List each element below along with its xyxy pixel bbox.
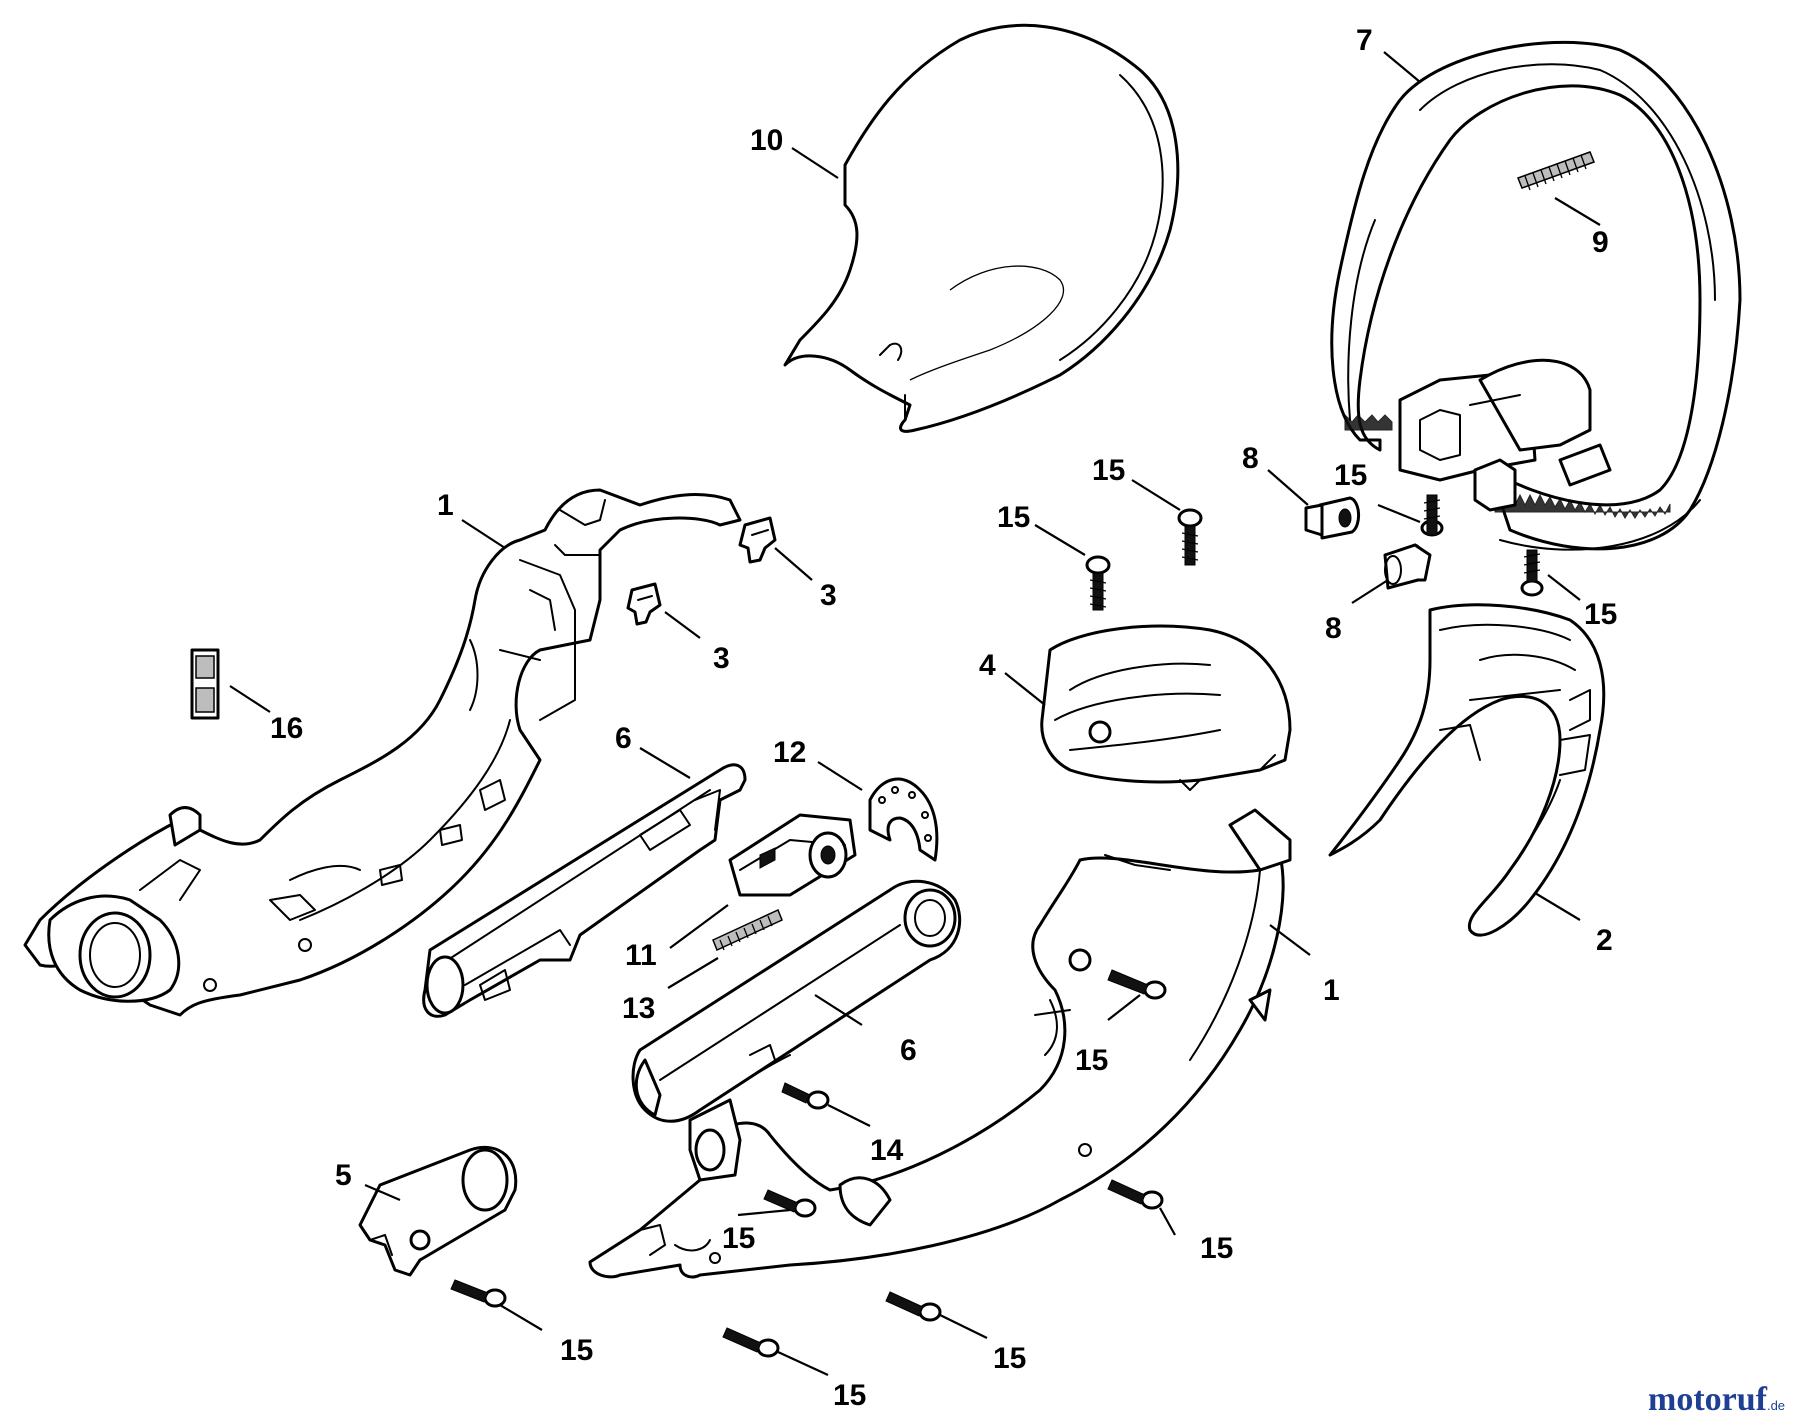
part-15-screw-g	[1107, 1179, 1164, 1210]
callout-12: 12	[773, 736, 806, 769]
callout-15-d: 15	[1584, 598, 1617, 631]
callout-1-right: 1	[1323, 974, 1340, 1007]
part-6-handle-grip	[631, 879, 962, 1123]
callout-1-left: 1	[437, 489, 454, 522]
callout-4: 4	[979, 649, 996, 682]
part-3-clip-lower	[626, 582, 662, 626]
callout-13: 13	[622, 992, 655, 1025]
callout-6-upper: 6	[615, 722, 632, 755]
part-15-screw-j	[722, 1327, 780, 1358]
callout-10: 10	[750, 124, 783, 157]
part-15-screw-e	[1107, 969, 1167, 1000]
part-10-shield	[783, 23, 1180, 433]
part-8-pin-upper	[1304, 496, 1360, 540]
part-15-screw-h	[450, 1279, 507, 1308]
callout-14: 14	[870, 1134, 904, 1167]
callout-9: 9	[1592, 226, 1609, 259]
part-5-throttle	[358, 1145, 518, 1277]
callout-15-i: 15	[993, 1342, 1026, 1375]
callout-15-f: 15	[722, 1222, 755, 1255]
part-12-plate	[868, 777, 939, 862]
callout-labels: 10 7 9 1 3 3 16 15 15 8 15 8 15 4 6 12 1…	[270, 24, 1617, 1412]
part-14-screw	[781, 1082, 830, 1110]
callout-7: 7	[1356, 24, 1373, 57]
part-15-screw-b	[1177, 508, 1203, 566]
leader-lines	[229, 51, 1601, 1376]
part-15-screw-i	[885, 1291, 942, 1322]
part-6-trigger-frame	[422, 763, 747, 1018]
callout-15-b: 15	[1092, 454, 1125, 487]
part-9-spring	[1517, 151, 1595, 191]
part-11-switch	[728, 813, 857, 897]
callout-8-upper: 8	[1242, 442, 1259, 475]
part-7-front-handle	[1330, 40, 1742, 551]
callout-15-h: 15	[560, 1334, 593, 1367]
part-2-right-cover	[1328, 603, 1606, 937]
callout-2: 2	[1596, 924, 1613, 957]
callout-5: 5	[335, 1159, 352, 1192]
callout-15-a: 15	[997, 501, 1030, 534]
part-15-screw-f	[763, 1189, 817, 1218]
part-8-pin-lower	[1383, 543, 1432, 590]
callout-15-j: 15	[833, 1379, 866, 1412]
watermark-logo: motoruf.de	[1648, 1381, 1785, 1418]
watermark-text: motoruf.de	[1648, 1381, 1785, 1418]
part-15-screw-a	[1085, 555, 1111, 611]
callout-6-lower: 6	[900, 1034, 917, 1067]
watermark-brand: motoruf	[1648, 1381, 1768, 1418]
callout-3-upper: 3	[820, 579, 837, 612]
part-3-clip-upper	[738, 516, 777, 564]
part-15-screw-c	[1420, 494, 1444, 537]
part-4-cap	[1040, 624, 1292, 791]
part-15-screw-d	[1520, 549, 1544, 597]
callout-15-e: 15	[1075, 1044, 1108, 1077]
callout-16: 16	[270, 712, 303, 745]
callout-15-c: 15	[1334, 459, 1367, 492]
part-1-left-housing	[23, 488, 742, 1017]
part-13-spring	[712, 908, 783, 952]
watermark-suffix: .de	[1767, 1398, 1785, 1413]
callout-3-lower: 3	[713, 642, 730, 675]
part-1-right-housing	[588, 808, 1292, 1279]
part-16-label	[190, 648, 220, 720]
callout-11: 11	[625, 939, 657, 972]
callout-15-g: 15	[1200, 1232, 1233, 1265]
callout-8-lower: 8	[1325, 612, 1342, 645]
